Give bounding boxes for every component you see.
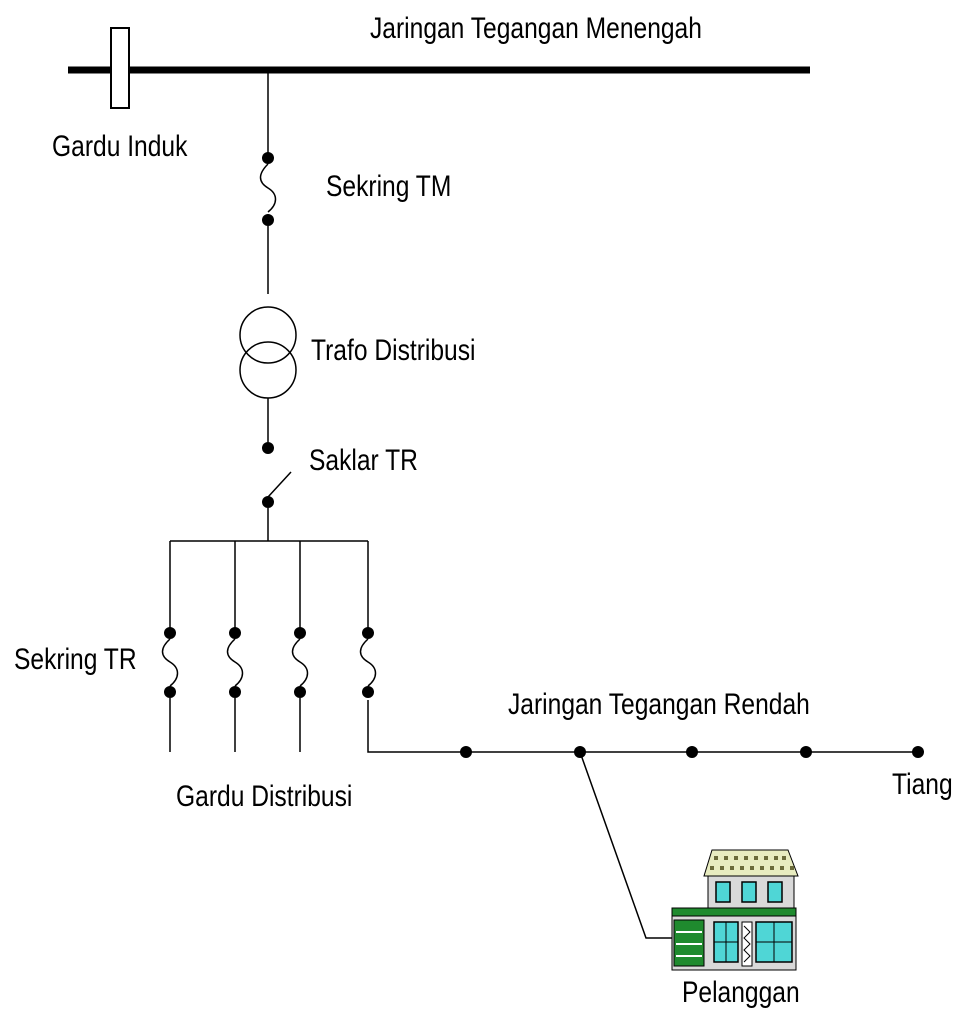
pole bbox=[912, 746, 924, 758]
fuse-terminal bbox=[229, 627, 241, 639]
pole bbox=[686, 746, 698, 758]
medium-voltage-network-label: Jaringan Tegangan Menengah bbox=[370, 12, 702, 45]
substation-box bbox=[110, 27, 130, 109]
service-line bbox=[579, 751, 672, 939]
distribution-transformer-symbol bbox=[239, 306, 297, 399]
fuse-terminal bbox=[229, 686, 241, 698]
pole bbox=[460, 746, 472, 758]
fuse-terminal bbox=[362, 686, 374, 698]
substation-label: Gardu Induk bbox=[52, 130, 188, 163]
house-icon bbox=[671, 849, 799, 971]
fuse-terminal bbox=[294, 686, 306, 698]
fuse-terminal bbox=[362, 627, 374, 639]
distribution-transformer-label: Trafo Distribusi bbox=[311, 334, 476, 367]
lv-branch-1 bbox=[161, 541, 179, 752]
lv-fuse-label: Sekring TR bbox=[14, 643, 137, 676]
lv-branch-3 bbox=[291, 541, 309, 752]
low-voltage-network-label: Jaringan Tegangan Rendah bbox=[508, 688, 810, 721]
lv-switch-label: Saklar TR bbox=[309, 444, 418, 477]
pole bbox=[800, 746, 812, 758]
lv-fuse-symbol bbox=[291, 638, 309, 687]
lv-branch-2 bbox=[226, 541, 244, 752]
pole-label: Tiang bbox=[892, 768, 953, 801]
lv-fuse-symbol bbox=[226, 638, 244, 687]
lv-fuse-symbol bbox=[359, 638, 377, 687]
customer-label: Pelanggan bbox=[682, 976, 800, 1009]
mv-fuse-symbol bbox=[259, 152, 277, 226]
lv-branch-4 bbox=[359, 541, 377, 698]
fuse-terminal bbox=[294, 627, 306, 639]
mv-fuse-label: Sekring TM bbox=[326, 170, 452, 203]
distribution-substation-label: Gardu Distribusi bbox=[176, 780, 353, 813]
lv-switch-symbol bbox=[262, 442, 292, 508]
fuse-terminal bbox=[164, 686, 176, 698]
low-voltage-line bbox=[367, 700, 920, 753]
lv-branch-feeders bbox=[161, 541, 377, 752]
fuse-terminal bbox=[164, 627, 176, 639]
lv-fuse-symbol bbox=[161, 638, 179, 687]
